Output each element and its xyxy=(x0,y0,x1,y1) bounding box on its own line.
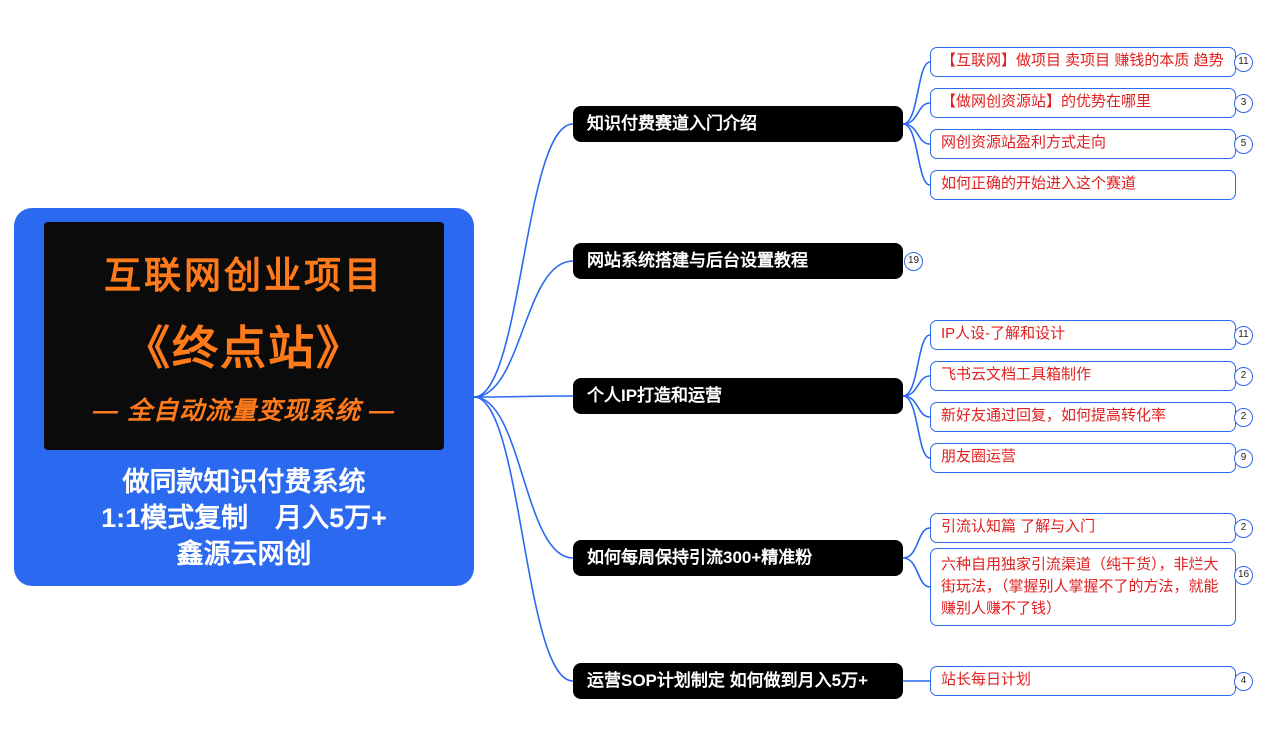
branch-node-personal-ip[interactable]: 个人IP打造和运营 xyxy=(573,378,903,414)
edge-branch3-leaf3 xyxy=(902,395,931,418)
leaf-node[interactable]: 【做网创资源站】的优势在哪里 xyxy=(930,88,1236,118)
leaf-label: 网创资源站盈利方式走向 xyxy=(941,134,1107,151)
leaf-node[interactable]: 朋友圈运营 xyxy=(930,443,1236,473)
root-caption: 做同款知识付费系统 1:1模式复制 月入5万+ 鑫源云网创 xyxy=(14,464,474,572)
leaf-node[interactable]: 站长每日计划 xyxy=(930,666,1236,696)
leaf-label: 【互联网】做项目 卖项目 赚钱的本质 趋势 xyxy=(941,52,1224,69)
banner-tagline: — 全自动流量变现系统 — xyxy=(93,397,395,425)
leaf-label: 朋友圈运营 xyxy=(941,448,1017,465)
edge-root-branch3 xyxy=(473,395,574,398)
count-badge[interactable]: 11 xyxy=(1234,53,1253,72)
leaf-node[interactable]: 六种自用独家引流渠道（纯干货），非烂大街玩法，（掌握别人掌握不了的方法，就能赚别… xyxy=(930,548,1236,626)
edge-branch3-leaf1 xyxy=(902,334,931,397)
count-badge[interactable]: 5 xyxy=(1234,135,1253,154)
count-badge[interactable]: 2 xyxy=(1234,519,1253,538)
leaf-label: 六种自用独家引流渠道（纯干货），非烂大街玩法，（掌握别人掌握不了的方法，就能赚别… xyxy=(941,556,1219,617)
leaf-node[interactable]: 飞书云文档工具箱制作 xyxy=(930,361,1236,391)
root-node[interactable]: 互联网创业项目 《终点站》 — 全自动流量变现系统 — 做同款知识付费系统 1:… xyxy=(14,208,474,586)
leaf-node[interactable]: IP人设-了解和设计 xyxy=(930,320,1236,350)
leaf-label: 飞书云文档工具箱制作 xyxy=(941,366,1092,383)
leaf-label: 新好友通过回复，如何提高转化率 xyxy=(941,407,1167,424)
banner-subtitle: 《终点站》 xyxy=(124,322,364,374)
caption-line-3: 鑫源云网创 xyxy=(176,539,312,569)
edge-root-branch1 xyxy=(473,123,574,398)
banner-title: 互联网创业项目 xyxy=(104,255,384,296)
edge-root-branch2 xyxy=(473,260,574,398)
caption-line-2: 1:1模式复制 月入5万+ xyxy=(101,503,387,533)
count-badge[interactable]: 11 xyxy=(1234,326,1253,345)
leaf-node[interactable]: 如何正确的开始进入这个赛道 xyxy=(930,170,1236,200)
count-badge[interactable]: 16 xyxy=(1234,566,1253,585)
edge-branch1-leaf1 xyxy=(902,61,931,125)
branch-node-website-setup[interactable]: 网站系统搭建与后台设置教程 xyxy=(573,243,903,279)
edge-branch3-leaf4 xyxy=(902,395,931,459)
leaf-label: 【做网创资源站】的优势在哪里 xyxy=(941,93,1152,110)
branch-label: 如何每周保持引流300+精准粉 xyxy=(587,548,813,567)
edge-root-branch5 xyxy=(473,396,574,682)
edge-branch4-leaf2 xyxy=(902,557,931,588)
root-banner: 互联网创业项目 《终点站》 — 全自动流量变现系统 — xyxy=(44,222,444,450)
leaf-node[interactable]: 引流认知篇 了解与入门 xyxy=(930,513,1236,543)
edge-branch1-leaf3 xyxy=(902,123,931,145)
leaf-node[interactable]: 新好友通过回复，如何提高转化率 xyxy=(930,402,1236,432)
edge-branch1-leaf4 xyxy=(902,123,931,186)
branch-label: 网站系统搭建与后台设置教程 xyxy=(587,251,808,270)
edge-branch1-leaf2 xyxy=(902,102,931,125)
leaf-node[interactable]: 网创资源站盈利方式走向 xyxy=(930,129,1236,159)
count-badge[interactable]: 9 xyxy=(1234,449,1253,468)
branch-label: 个人IP打造和运营 xyxy=(587,386,723,405)
count-badge[interactable]: 4 xyxy=(1234,672,1253,691)
edge-branch4-leaf1 xyxy=(902,527,931,559)
leaf-label: 引流认知篇 了解与入门 xyxy=(941,518,1096,535)
edge-root-branch4 xyxy=(473,396,574,559)
edge-branch3-leaf2 xyxy=(902,375,931,397)
leaf-label: 站长每日计划 xyxy=(941,671,1032,688)
leaf-node[interactable]: 【互联网】做项目 卖项目 赚钱的本质 趋势 xyxy=(930,47,1236,77)
branch-label: 运营SOP计划制定 如何做到月入5万+ xyxy=(587,671,869,690)
branch-node-traffic[interactable]: 如何每周保持引流300+精准粉 xyxy=(573,540,903,576)
count-badge[interactable]: 2 xyxy=(1234,367,1253,386)
count-badge[interactable]: 3 xyxy=(1234,94,1253,113)
leaf-label: 如何正确的开始进入这个赛道 xyxy=(941,175,1137,192)
count-badge[interactable]: 2 xyxy=(1234,408,1253,427)
branch-node-intro[interactable]: 知识付费赛道入门介绍 xyxy=(573,106,903,142)
branch-label: 知识付费赛道入门介绍 xyxy=(587,114,757,133)
branch-node-sop-plan[interactable]: 运营SOP计划制定 如何做到月入5万+ xyxy=(573,663,903,699)
caption-line-1: 做同款知识付费系统 xyxy=(122,467,366,497)
count-badge[interactable]: 19 xyxy=(904,252,923,271)
leaf-label: IP人设-了解和设计 xyxy=(941,325,1066,342)
